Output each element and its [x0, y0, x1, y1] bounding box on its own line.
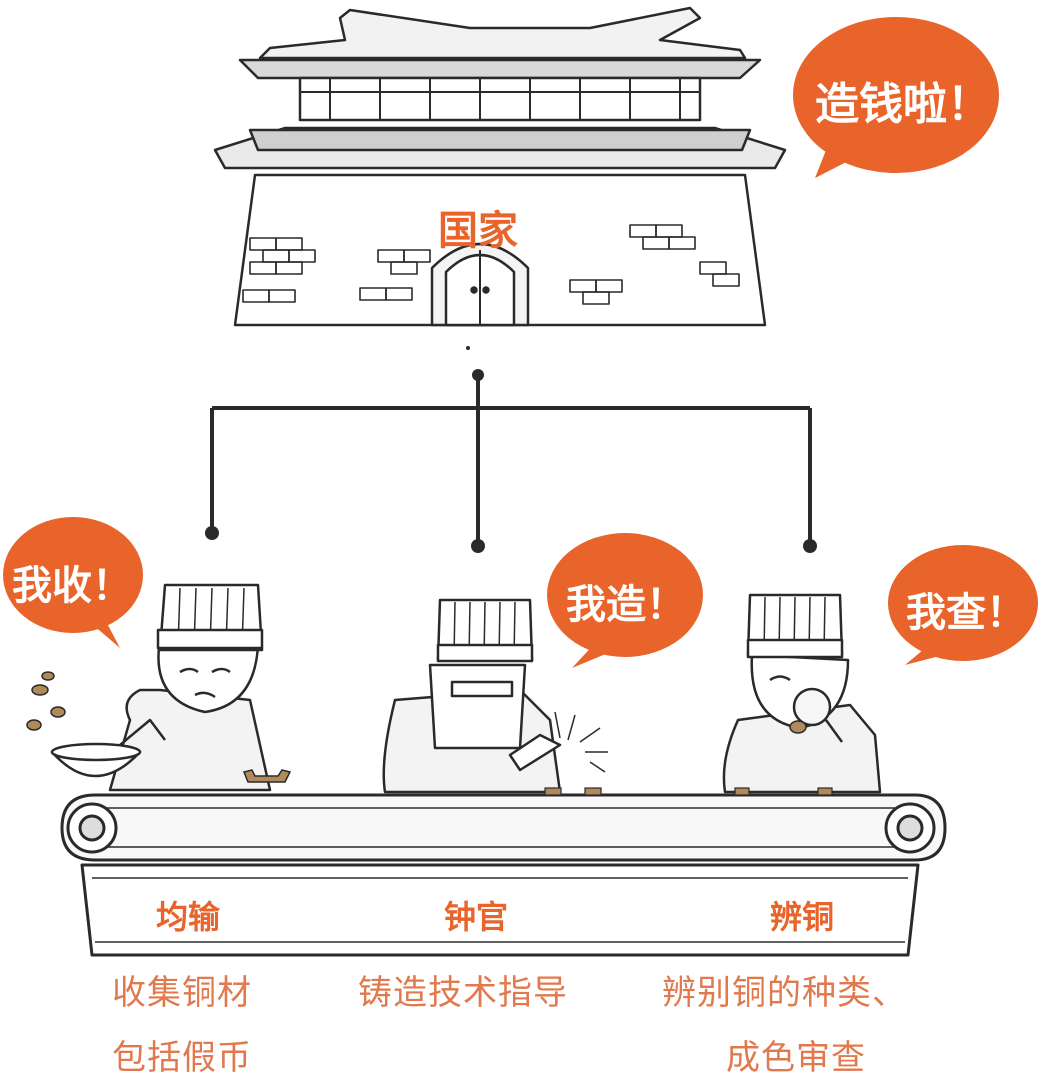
palace [213, 6, 787, 327]
connector-lines [210, 375, 812, 545]
department-desc-biantong-line1: 辨别铜的种类、 [662, 973, 907, 1013]
department-desc-biantong-line2: 成色审查 [726, 1038, 866, 1078]
worker-collector [50, 583, 272, 792]
conveyor [60, 793, 947, 957]
worker-inspector [722, 593, 882, 794]
state-speech: 造钱啦！ [815, 79, 991, 130]
connector-dots [205, 346, 817, 553]
department-desc-junshu-line2: 包括假币 [112, 1038, 252, 1078]
department-name-biantong: 辨铜 [770, 898, 835, 936]
department-speech-inspect: 我查！ [906, 589, 1026, 636]
speech-bubbles [3, 17, 1038, 668]
worker-caster [382, 598, 562, 794]
department-name-junshu: 均输 [156, 898, 221, 936]
department-desc-zhongguan-line1: 铸造技术指导 [358, 973, 568, 1013]
coins-on-belt [544, 787, 833, 796]
department-desc-junshu-line1: 收集铜材 [112, 973, 252, 1013]
department-speech-collect: 我收！ [12, 562, 132, 609]
department-speech-cast: 我造！ [566, 581, 686, 628]
department-name-zhongguan: 钟官 [444, 898, 509, 936]
sparks [554, 711, 608, 773]
coins-scattered [26, 671, 292, 783]
state-label: 国家 [438, 208, 518, 254]
